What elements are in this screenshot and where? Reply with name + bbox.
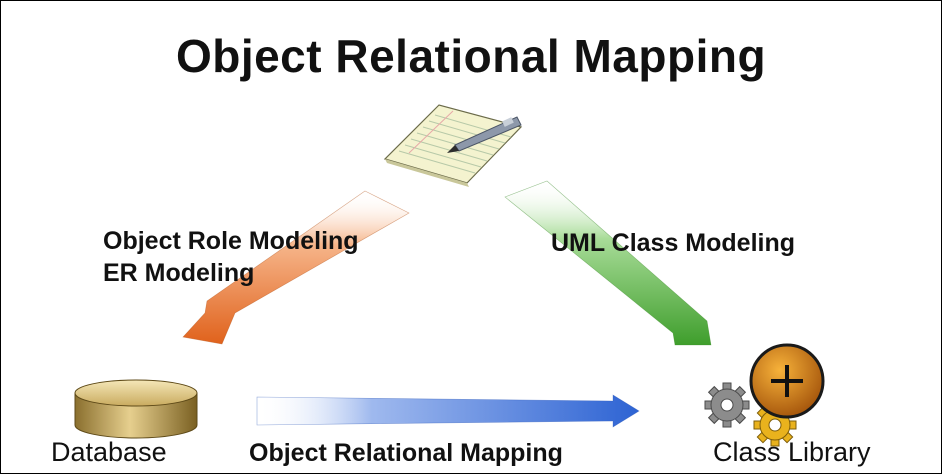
right-label: UML Class Modeling bbox=[551, 229, 796, 257]
notepad-pen-icon bbox=[383, 104, 523, 187]
bottom-arrow bbox=[256, 394, 640, 428]
database-cylinder-icon bbox=[74, 379, 198, 439]
left-arrow bbox=[182, 190, 410, 345]
class-library-label: Class Library bbox=[713, 437, 871, 467]
database-label: Database bbox=[51, 437, 167, 467]
left-label-line2: ER Modeling bbox=[103, 259, 255, 287]
left-label-line1: Object Role Modeling bbox=[103, 227, 359, 255]
bottom-label: Object Relational Mapping bbox=[249, 439, 563, 467]
diagram-title: Object Relational Mapping bbox=[175, 30, 767, 82]
gears-plus-icon bbox=[704, 343, 825, 447]
right-arrow bbox=[504, 180, 712, 346]
